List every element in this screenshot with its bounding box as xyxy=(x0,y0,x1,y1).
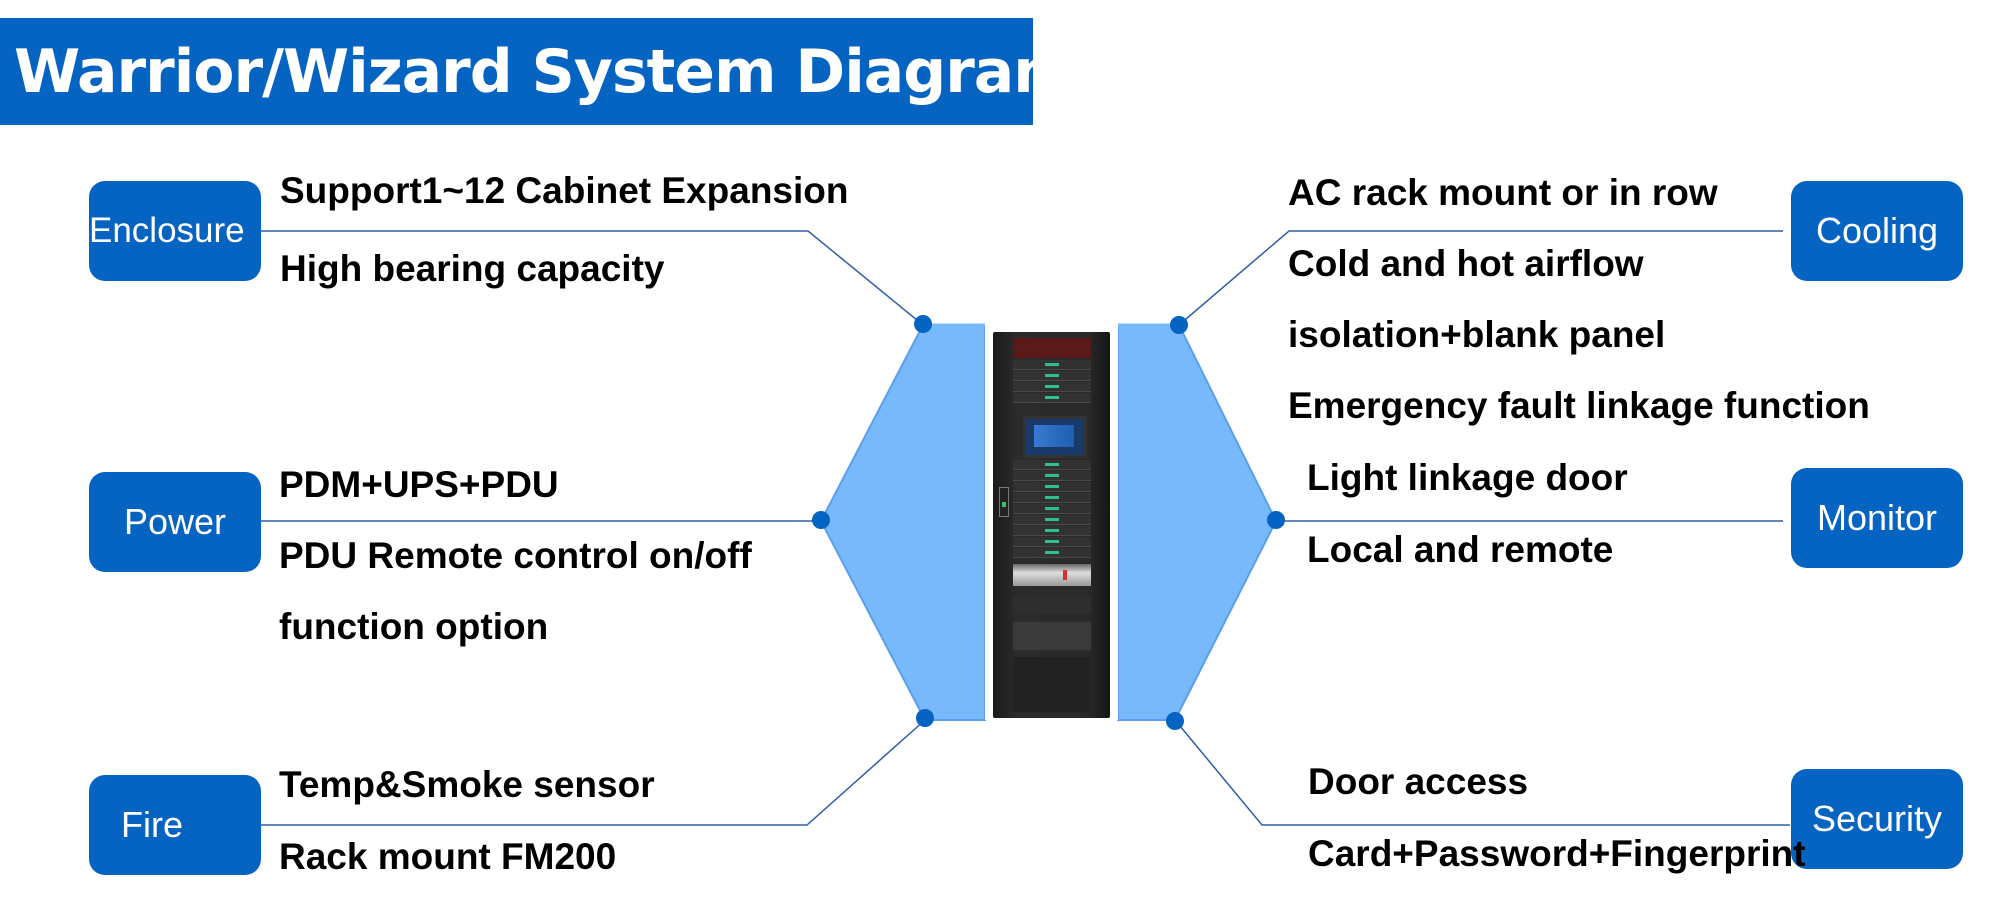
category-power: Power xyxy=(89,472,261,572)
category-enclosure-label: Enclosure xyxy=(89,211,245,250)
rack-slot xyxy=(1013,460,1091,470)
fire-connector xyxy=(261,719,926,826)
connector-dot-security xyxy=(1166,712,1184,730)
category-security-label: Security xyxy=(1811,798,1943,839)
power-feature: PDM+UPS+PDU xyxy=(279,464,559,505)
category-cooling: Cooling xyxy=(1791,181,1963,281)
security-feature: Card+Password+Fingerprint xyxy=(1308,833,1806,874)
power-feature: function option xyxy=(279,606,549,647)
category-fire: Fire xyxy=(89,775,261,875)
category-power-label: Power xyxy=(123,501,227,542)
rack-slot xyxy=(1013,371,1091,381)
rack-cabinet xyxy=(993,332,1110,718)
cabinet-rack-image xyxy=(985,322,1118,720)
category-fire-label: Fire xyxy=(121,804,183,845)
rack-blank-panel xyxy=(1013,596,1091,614)
enclosure-feature: High bearing capacity xyxy=(280,248,665,289)
rack-display-screen xyxy=(1023,416,1087,458)
fire-feature: Temp&Smoke sensor xyxy=(279,764,655,805)
security-connector xyxy=(1174,719,1790,826)
cooling-feature: AC rack mount or in row xyxy=(1288,172,1718,213)
enclosure-feature: Support1~12 Cabinet Expansion xyxy=(280,170,849,211)
connector-dot-cooling xyxy=(1170,316,1188,334)
rack-ups-unit xyxy=(1013,622,1091,650)
hexagon-right-half xyxy=(1117,324,1278,721)
monitor-feature: Local and remote xyxy=(1307,529,1614,570)
monitor-feature: Light linkage door xyxy=(1307,457,1628,498)
power-feature: PDU Remote control on/off xyxy=(279,535,752,576)
rack-slot xyxy=(1013,548,1091,558)
connector-dot-enclosure xyxy=(914,315,932,333)
security-feature: Door access xyxy=(1308,761,1529,802)
rack-slot xyxy=(1013,493,1091,503)
rack-slot xyxy=(1013,515,1091,525)
connector-dot-power xyxy=(812,511,830,529)
rack-slot xyxy=(1013,360,1091,370)
rack-slot xyxy=(1013,537,1091,547)
cooling-connector xyxy=(1178,230,1783,326)
rack-slot xyxy=(1013,471,1091,481)
connector-dot-monitor xyxy=(1267,511,1285,529)
fire-feature: Rack mount FM200 xyxy=(279,836,617,877)
title-banner: Warrior/Wizard System Diagram xyxy=(0,18,1076,125)
category-security: Security xyxy=(1791,769,1963,869)
cooling-feature: Cold and hot airflow xyxy=(1288,243,1644,284)
cooling-feature: Emergency fault linkage function xyxy=(1288,385,1870,426)
enclosure-connector xyxy=(261,230,924,326)
category-monitor: Monitor xyxy=(1791,468,1963,568)
rack-blank-panel xyxy=(1013,657,1091,712)
rack-slot xyxy=(1013,504,1091,514)
page-title: Warrior/Wizard System Diagram xyxy=(14,36,1076,107)
rack-slot xyxy=(1013,382,1091,392)
rack-top-panel xyxy=(1013,338,1091,358)
hexagon-left-half xyxy=(819,324,986,721)
category-enclosure: Enclosure xyxy=(89,181,261,281)
rack-pdu-panel xyxy=(1013,564,1091,586)
rack-slot xyxy=(1013,393,1091,403)
category-monitor-label: Monitor xyxy=(1816,497,1938,538)
rack-slot xyxy=(1013,526,1091,536)
cooling-feature: isolation+blank panel xyxy=(1288,314,1666,355)
rack-slot xyxy=(1013,482,1091,492)
rack-door-handle xyxy=(999,487,1009,517)
category-cooling-label: Cooling xyxy=(1815,210,1939,251)
connector-dot-fire xyxy=(916,709,934,727)
